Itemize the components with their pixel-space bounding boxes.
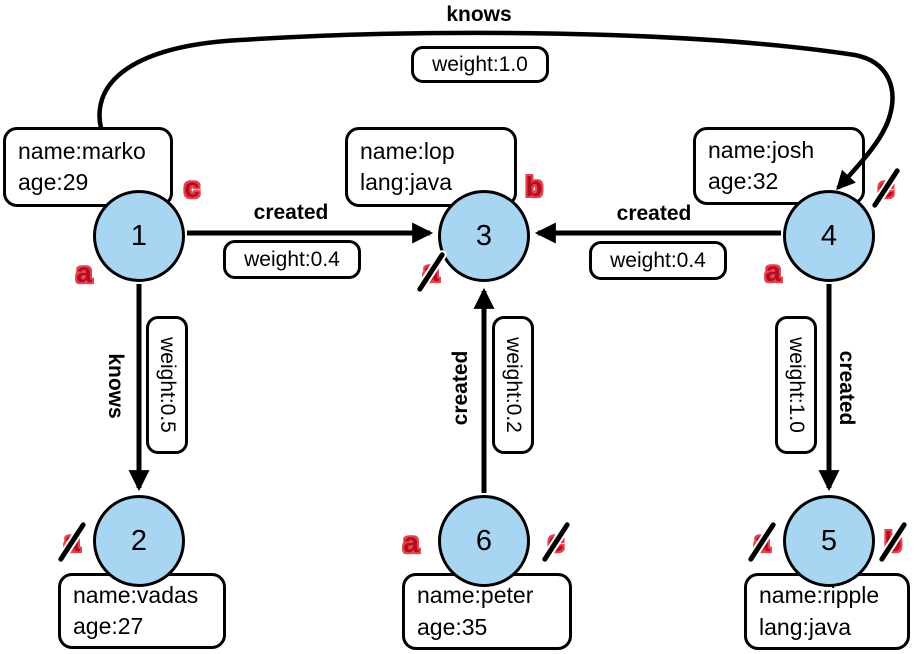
mark-v1-c: c (177, 171, 207, 205)
vertex-3-label: 3 (475, 219, 493, 252)
weight-box-created-vertical-45: weight:1.0 (775, 316, 817, 454)
mark-letter: a (403, 527, 419, 558)
mark-v5-b-struck: b (875, 518, 911, 566)
mark-v1-a: a (69, 256, 99, 290)
weight-box-knows-vertical: weight:0.5 (146, 316, 188, 454)
mark-letter: a (765, 256, 781, 287)
mark-v6-c-struck: c (538, 518, 574, 566)
vertex-4-label: 4 (820, 219, 838, 252)
property-box-lop: name:lop lang:java (345, 127, 517, 207)
property-line: lang:java (759, 613, 852, 640)
mark-v3-a-struck: a (413, 248, 449, 296)
mark-v3-b: b (519, 170, 549, 204)
property-line: lang:java (360, 169, 453, 195)
vertex-2: 2 (93, 495, 185, 587)
mark-letter: b (525, 171, 543, 202)
edge-label-knows-vertical: knows (104, 353, 127, 419)
vertex-1-label: 1 (130, 219, 148, 252)
vertex-4: 4 (783, 190, 875, 282)
mark-v2-a-struck: a (54, 518, 90, 566)
mark-v6-a: a (396, 526, 426, 560)
mark-v4-c-struck: c (868, 164, 904, 212)
edge-label-created-vertical-63: created (449, 350, 472, 426)
weight-box-knows-top: weight:1.0 (411, 46, 549, 83)
property-box-vadas: name:vadas age:27 (58, 573, 226, 649)
property-line: name:peter (417, 582, 534, 609)
edge-label-created-right: created (616, 202, 692, 225)
property-line: age:27 (73, 613, 144, 639)
vertex-6-label: 6 (475, 524, 493, 557)
vertex-5: 5 (783, 495, 875, 587)
mark-letter: a (76, 257, 92, 288)
knows-arrow-segment (836, 114, 893, 191)
vertex-6: 6 (438, 495, 530, 587)
property-line: name:josh (708, 136, 815, 163)
mark-v4-a: a (758, 255, 788, 289)
property-line: name:marko (18, 137, 146, 164)
weight-box-created-right: weight:0.4 (589, 241, 727, 280)
vertex-5-label: 5 (820, 524, 838, 557)
property-line: name:ripple (759, 582, 880, 609)
edge-label-created-left: created (253, 201, 329, 224)
mark-v5-a-struck: a (744, 518, 780, 566)
vertex-2-label: 2 (130, 524, 148, 557)
edge-label-created-vertical-45: created (835, 350, 858, 426)
weight-box-created-left: weight:0.4 (223, 240, 361, 279)
edge-label-knows-top: knows (446, 3, 512, 26)
vertex-1: 1 (93, 190, 185, 282)
property-line: age:35 (417, 613, 488, 640)
property-line: name:lop (360, 137, 455, 164)
property-line: age:32 (708, 168, 779, 194)
edge-1-knows-4-curve (97, 30, 895, 198)
mark-letter: c (184, 172, 200, 203)
property-line: age:29 (18, 169, 89, 195)
weight-box-created-vertical-63: weight:0.2 (492, 316, 534, 454)
vertex-3: 3 (438, 190, 530, 282)
